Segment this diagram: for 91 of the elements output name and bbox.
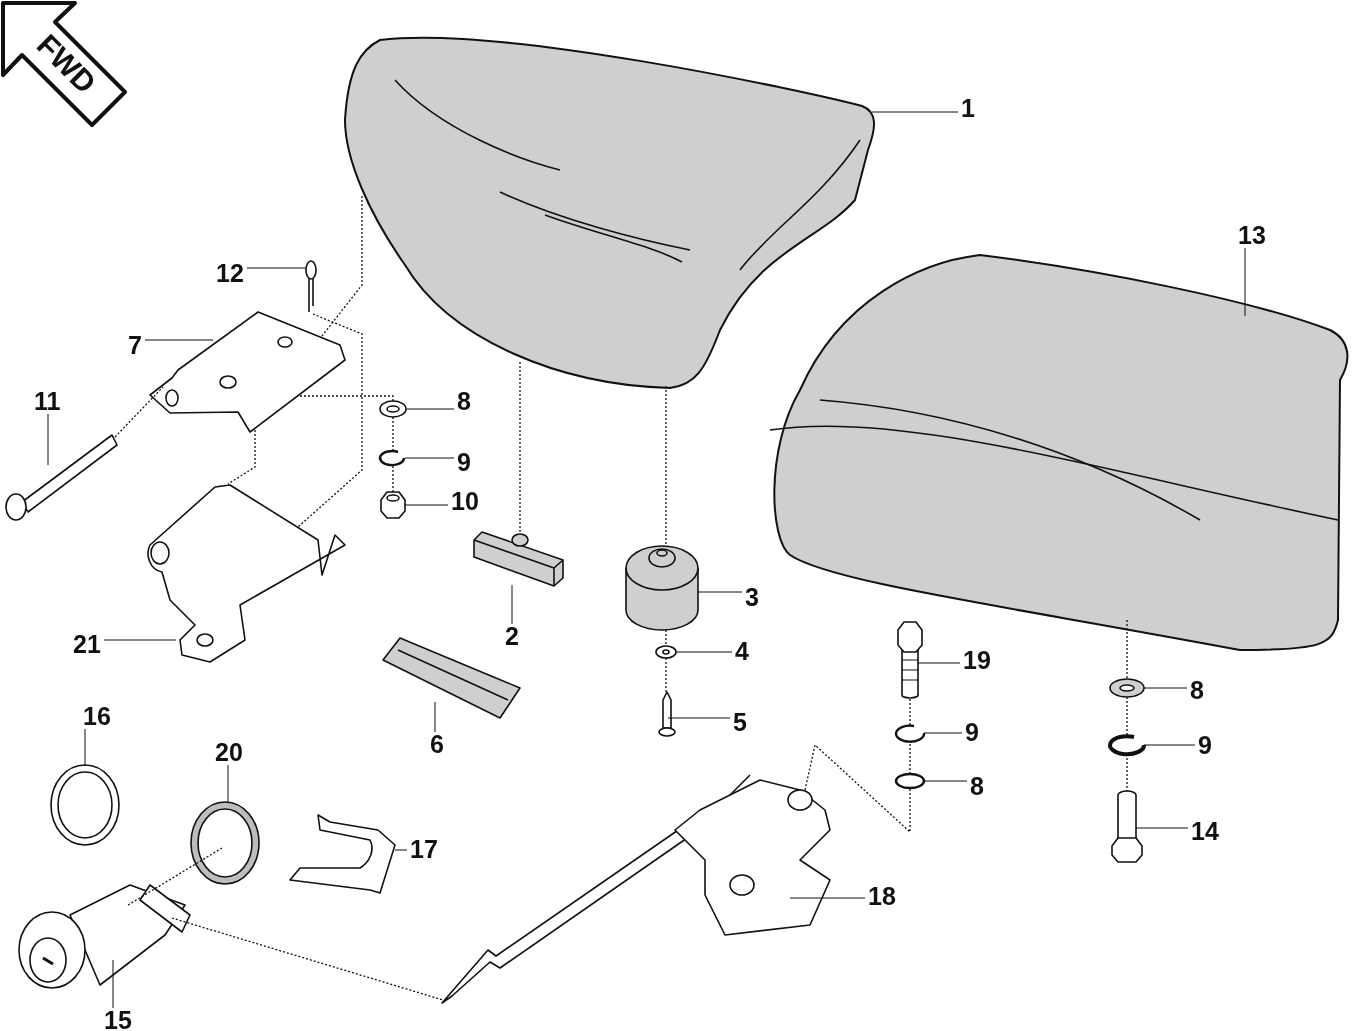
assembly-line <box>519 361 521 533</box>
cotter-pin-drawing <box>305 260 317 313</box>
leader-line <box>112 959 114 1009</box>
leader-line <box>403 504 449 506</box>
leader-line <box>103 639 177 641</box>
callout-number: 9 <box>965 719 979 745</box>
leader-line <box>406 408 455 410</box>
assembly-line <box>1126 696 1128 737</box>
callout-number: 5 <box>733 709 747 735</box>
bushing-drawing <box>625 545 699 631</box>
leader-line <box>394 849 408 851</box>
bolt-drawing <box>1111 790 1143 863</box>
bracket-drawing <box>147 484 346 663</box>
callout-number: 19 <box>963 647 991 673</box>
seat-drawing <box>769 254 1349 651</box>
spring-washer-drawing <box>378 449 406 467</box>
callout-number: 18 <box>868 883 896 909</box>
pin-drawing <box>5 434 118 521</box>
assembly-line <box>665 385 667 547</box>
leader-line <box>697 591 743 593</box>
assembly-line <box>297 313 363 528</box>
assembly-line <box>227 429 256 485</box>
assembly-line <box>665 657 667 693</box>
nut-drawing <box>380 491 406 519</box>
leader-line <box>1143 687 1188 689</box>
cable-drawing <box>441 774 831 1004</box>
callout-number: 9 <box>457 449 471 475</box>
o-ring-drawing <box>50 764 120 846</box>
assembly-line <box>299 395 394 402</box>
callout-number: 9 <box>1198 732 1212 758</box>
callout-number: 13 <box>1238 222 1266 248</box>
leader-line <box>227 764 229 804</box>
leader-line <box>675 651 733 653</box>
rubber-block-drawing <box>473 531 564 587</box>
clip-drawing <box>289 814 396 894</box>
callout-number: 7 <box>128 332 142 358</box>
assembly-line <box>321 195 363 337</box>
washer-drawing <box>894 772 926 790</box>
leader-line <box>923 732 963 734</box>
leader-line <box>434 701 436 733</box>
callout-number: 20 <box>215 739 243 765</box>
callout-number: 15 <box>104 1007 132 1031</box>
leader-line <box>511 584 513 625</box>
callout-number: 8 <box>457 388 471 414</box>
callout-number: 3 <box>745 584 759 610</box>
leader-line <box>144 339 214 341</box>
assembly-line <box>114 386 164 438</box>
leader-line <box>1244 247 1246 317</box>
lock-cylinder-drawing <box>18 884 191 989</box>
leader-line <box>923 780 968 782</box>
leader-line <box>871 111 959 113</box>
leader-line <box>84 728 86 767</box>
assembly-line <box>1126 619 1128 680</box>
spring-washer-drawing <box>1108 734 1146 757</box>
assembly-line <box>909 696 911 726</box>
bracket-drawing <box>149 311 346 433</box>
assembly-line <box>392 416 394 452</box>
leader-line <box>47 413 49 466</box>
leader-line <box>1143 744 1196 746</box>
callout-number: 6 <box>430 731 444 757</box>
assembly-line <box>171 917 444 1001</box>
callout-number: 4 <box>735 638 749 664</box>
assembly-line <box>392 465 394 493</box>
callout-number: 21 <box>73 631 101 657</box>
assembly-line <box>804 743 911 834</box>
callout-number: 2 <box>505 623 519 649</box>
callout-number: 12 <box>216 260 244 286</box>
screw-drawing <box>658 691 676 737</box>
spring-washer-drawing <box>895 724 926 743</box>
bolt-drawing <box>897 621 923 699</box>
seal-ring-drawing <box>190 801 260 885</box>
leader-line <box>404 457 455 459</box>
washer-drawing <box>379 400 407 418</box>
callout-number: 8 <box>1190 677 1204 703</box>
leader-line <box>789 897 866 899</box>
callout-number: 11 <box>34 388 61 414</box>
callout-number: 16 <box>83 703 111 729</box>
callout-number: 14 <box>1191 818 1219 844</box>
leader-line <box>1135 827 1189 829</box>
washer-drawing <box>655 645 677 659</box>
seat-drawing <box>344 36 875 389</box>
callout-number: 17 <box>410 836 438 862</box>
assembly-line <box>127 847 223 906</box>
leader-line <box>916 662 961 664</box>
callout-number: 10 <box>451 488 479 514</box>
washer-drawing <box>1109 678 1145 698</box>
callout-number: 1 <box>961 95 975 121</box>
assembly-line <box>665 629 667 647</box>
callout-number: 8 <box>970 773 984 799</box>
leader-line <box>246 267 308 269</box>
leader-line <box>667 717 731 719</box>
